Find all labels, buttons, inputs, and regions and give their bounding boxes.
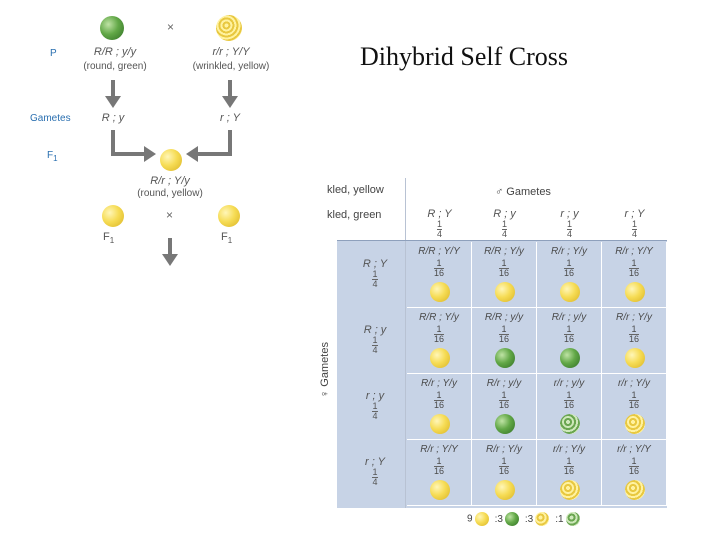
parent1-gamete: R ; y	[101, 112, 125, 124]
pea-icon	[624, 348, 645, 368]
parent1-genotype: R/R ; y/y	[93, 46, 137, 58]
pea-icon	[429, 282, 450, 302]
f1-label: F1	[47, 150, 58, 163]
pea-icon	[559, 414, 580, 434]
punnett-square: kled, yellow kled, green ♂ Gametes ♀ Gam…	[319, 178, 667, 530]
slide-title: Dihybrid Self Cross	[360, 42, 568, 71]
p-label: P	[50, 48, 57, 59]
parent2-phenotype: (wrinkled, yellow)	[192, 61, 270, 72]
ratio-pea-icon	[565, 512, 580, 526]
ratio-pea-icon	[504, 512, 519, 526]
f1-left-label: F1	[103, 231, 115, 246]
parent1-pea-icon	[100, 16, 124, 40]
f1-phenotype: (round, yellow)	[137, 188, 203, 199]
pea-icon	[624, 414, 645, 434]
female-gametes-label: ♀ Gametes	[319, 342, 331, 398]
pea-icon	[429, 480, 450, 500]
ratio-pea-icon	[535, 512, 550, 526]
f1-times-symbol: ×	[166, 208, 174, 222]
cross-arrows	[105, 80, 238, 266]
pea-icon	[429, 414, 450, 434]
grid-line	[337, 240, 667, 241]
parent2-gamete: r ; Y	[220, 112, 240, 124]
parent2-pea-icon	[216, 15, 242, 41]
female-symbol: ♀	[319, 389, 331, 398]
ratio-pea-icon	[474, 512, 489, 526]
parent1-phenotype: (round, green)	[83, 61, 147, 72]
f1-pea-icon	[160, 149, 182, 171]
partial-label-2: kled, green	[327, 209, 382, 221]
male-gametes-label: ♂ Gametes	[495, 186, 551, 198]
ratio-count: 9	[467, 513, 473, 525]
pea-icon	[559, 282, 580, 302]
f1-left-pea-icon	[102, 205, 124, 227]
phenotype-ratio: 9 :3 :3 :1	[467, 512, 580, 526]
pea-icon	[624, 480, 645, 500]
pea-icon	[494, 414, 515, 434]
pea-icon	[494, 480, 515, 500]
pea-icon	[494, 348, 515, 368]
partial-label-1: kled, yellow	[327, 184, 384, 196]
pea-icon	[559, 348, 580, 368]
ratio-count: :3	[524, 513, 534, 525]
pea-icon	[624, 282, 645, 302]
f1-genotype: R/r ; Y/y	[150, 175, 190, 187]
ratio-count: :1	[555, 513, 564, 525]
f1-right-label: F1	[221, 231, 233, 246]
pea-icon	[494, 282, 515, 302]
times-symbol: ×	[167, 20, 175, 34]
gametes-label: Gametes	[30, 113, 71, 124]
pea-icon	[559, 480, 580, 500]
f1-right-pea-icon	[218, 205, 240, 227]
grid-line	[405, 178, 406, 508]
pea-icon	[429, 348, 450, 368]
parent2-genotype: r/r ; Y/Y	[212, 46, 250, 58]
ratio-count: :3	[494, 513, 503, 525]
